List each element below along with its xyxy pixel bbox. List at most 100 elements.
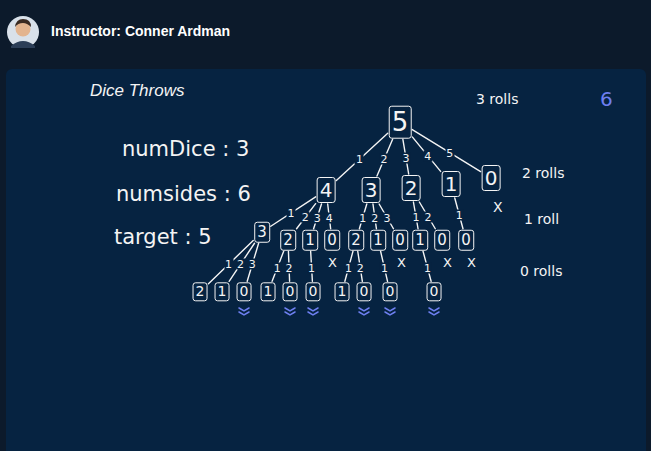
- tree-branch: [412, 137, 440, 171]
- dead-end-mark: X: [397, 256, 406, 270]
- roll-value: 4: [423, 150, 432, 161]
- roll-value: 2: [370, 212, 379, 223]
- roll-value: 1: [423, 262, 432, 273]
- tree-node: 0: [237, 282, 252, 301]
- roll-value: 5: [445, 147, 454, 158]
- tree-node: 3: [254, 222, 270, 243]
- tree-node: 0: [283, 282, 298, 301]
- roll-value: 1: [273, 262, 282, 273]
- check-mark: [239, 308, 249, 315]
- node-value: 1: [415, 232, 425, 249]
- answer-note: 6: [600, 88, 613, 110]
- node-value: 0: [430, 284, 439, 299]
- roll-value: 3: [313, 212, 322, 223]
- tree-node: 0: [306, 282, 321, 301]
- roll-value: 2: [301, 212, 310, 223]
- tree-branch: [377, 139, 393, 176]
- content-panel: [6, 69, 646, 451]
- roll-value: 2: [236, 259, 245, 270]
- tree-node: 5: [389, 106, 412, 139]
- tree-node: 0: [434, 230, 450, 251]
- tree-node: 2: [402, 175, 421, 201]
- node-value: 2: [351, 232, 361, 249]
- avatar-ground: [7, 16, 39, 48]
- tree-node: 0: [392, 230, 408, 251]
- node-value: 0: [395, 232, 405, 249]
- tree-node: 1: [261, 282, 276, 301]
- roll-value: 4: [325, 212, 334, 223]
- node-value: 1: [218, 284, 227, 299]
- check-mark: [359, 308, 369, 315]
- tree-branch: [419, 202, 435, 229]
- node-value: 2: [283, 232, 293, 249]
- node-value: 0: [240, 284, 249, 299]
- tree-branch: [314, 204, 322, 229]
- parameter-note: target : 5: [114, 226, 212, 249]
- node-value: 4: [320, 179, 333, 201]
- dead-end-mark: X: [443, 256, 452, 270]
- tree-branch: [412, 130, 480, 172]
- dead-end-mark: X: [328, 256, 337, 270]
- dead-end-mark: X: [467, 256, 476, 270]
- node-value: 2: [196, 284, 205, 299]
- roll-value: 2: [380, 154, 389, 165]
- roll-value: 2: [424, 211, 433, 222]
- title: Dice Throws: [90, 82, 184, 101]
- roll-value: 2: [356, 262, 365, 273]
- roll-value: 1: [455, 209, 464, 220]
- node-value: 1: [338, 284, 347, 299]
- node-value: 1: [445, 173, 458, 195]
- node-value: 0: [437, 232, 447, 249]
- tree-node: 1: [335, 282, 350, 301]
- roll-value: 1: [344, 262, 353, 273]
- level-note: 3 rolls: [476, 92, 518, 107]
- tree-node: 0: [427, 282, 442, 301]
- check-mark: [308, 308, 318, 315]
- node-value: 1: [305, 232, 315, 249]
- parameter-note: numsides : 6: [116, 183, 251, 206]
- node-value: 0: [286, 284, 295, 299]
- roll-value: 1: [358, 212, 367, 223]
- tree-node: 1: [215, 282, 230, 301]
- roll-value: 1: [355, 154, 364, 165]
- check-mark: [385, 308, 395, 315]
- avatar-hair: [15, 19, 31, 27]
- node-value: 0: [485, 167, 498, 189]
- node-value: 0: [360, 284, 369, 299]
- level-note: 2 rolls: [522, 166, 564, 181]
- tree-branch: [455, 198, 463, 229]
- avatar-shirt: [11, 41, 35, 48]
- roll-value: 1: [380, 262, 389, 273]
- tree-node: 0: [357, 282, 372, 301]
- roll-value: 1: [224, 259, 233, 270]
- level-note: 0 rolls: [520, 264, 562, 279]
- node-value: 1: [373, 232, 383, 249]
- node-value: 0: [309, 284, 318, 299]
- check-mark: [429, 308, 439, 315]
- tree-node: 1: [412, 230, 428, 251]
- tree-node: 0: [383, 282, 398, 301]
- tree-branch: [336, 133, 387, 180]
- node-value: 5: [392, 108, 409, 137]
- node-value: 0: [327, 232, 337, 249]
- tree-node: 4: [317, 177, 336, 203]
- instructor-name: Instructor: Conner Ardman: [51, 24, 230, 39]
- roll-value: 1: [307, 262, 316, 273]
- tree-node: 0: [482, 165, 501, 191]
- node-value: 3: [257, 224, 267, 241]
- roll-value: 3: [383, 212, 392, 223]
- parameter-note: numDice : 3: [122, 138, 249, 161]
- node-value: 3: [365, 179, 378, 201]
- tree-node: 2: [193, 282, 208, 301]
- roll-value: 1: [411, 211, 420, 222]
- tree-node: 0: [458, 230, 474, 251]
- level-note: 1 roll: [524, 212, 559, 227]
- tree-branch: [423, 251, 431, 281]
- node-value: 1: [264, 284, 273, 299]
- tree-branch: [345, 251, 353, 281]
- check-mark: [285, 308, 295, 315]
- tree-branch: [272, 251, 284, 281]
- tree-node: 1: [370, 230, 386, 251]
- roll-value: 1: [286, 207, 295, 218]
- tree-node: 0: [324, 230, 340, 251]
